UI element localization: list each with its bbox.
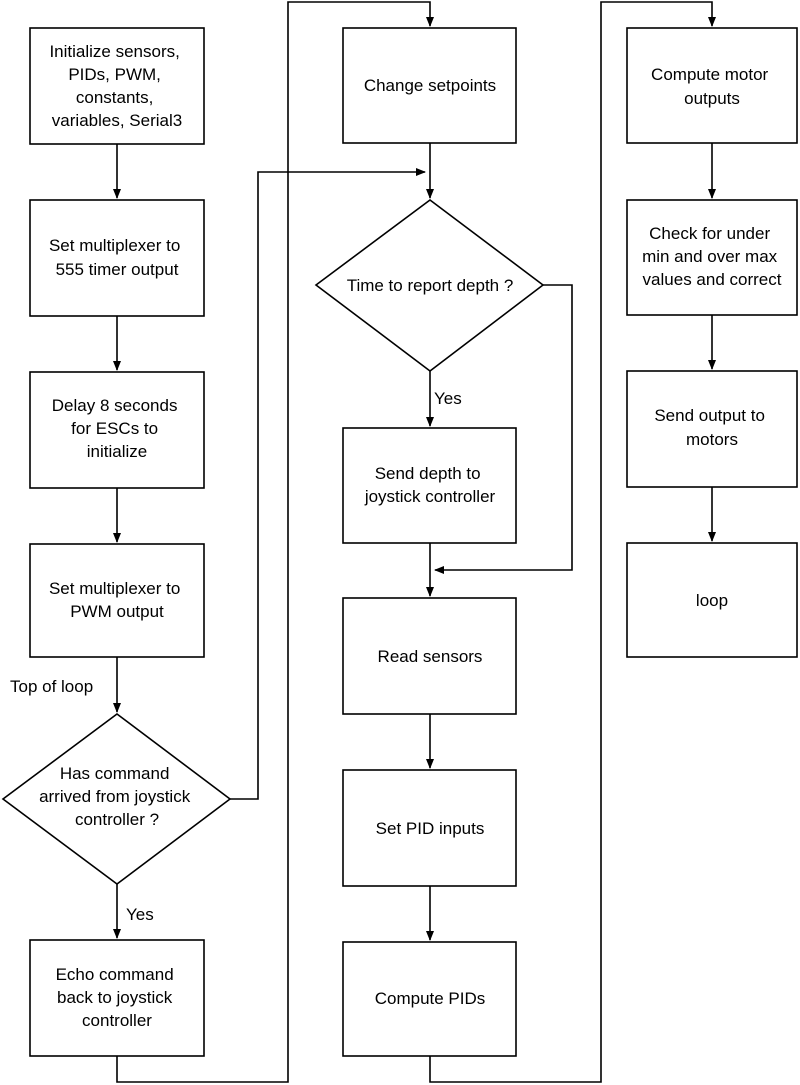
- process-muxpwm-label: Set multiplexer to PWM output: [49, 579, 185, 621]
- edge-report-no-to-read: [434, 284, 573, 574]
- process-echo-label: Echo command back to joystick controller: [56, 965, 179, 1030]
- process-set-pid-inputs-label: Set PID inputs: [376, 819, 485, 838]
- process-read-sensors-label: Read sensors: [378, 647, 483, 666]
- edge-cmd-no-to-report: [230, 168, 426, 800]
- process-loop-label: loop: [696, 591, 728, 610]
- process-muxpwm: Set multiplexer to PWM output: [29, 543, 205, 658]
- process-init-label: Initialize sensors, PIDs, PWM, constants…: [49, 42, 184, 130]
- process-send-motors-label: Send output to motors: [654, 406, 769, 449]
- process-mux555-label: Set multiplexer to 555 timer output: [49, 236, 185, 279]
- process-mux555: Set multiplexer to 555 timer output: [29, 199, 205, 317]
- decision-command-label: Has command arrived from joystick contro…: [39, 764, 195, 829]
- decision-report-depth: Time to report depth ?: [314, 199, 545, 373]
- process-send-depth: Send depth to joystick controller: [342, 427, 517, 544]
- decision-command: Has command arrived from joystick contro…: [1, 713, 232, 885]
- process-read-sensors: Read sensors: [342, 597, 517, 715]
- connectors: [113, 1, 716, 1083]
- process-check-limits-label: Check for under min and over max values …: [642, 224, 782, 289]
- process-loop: loop: [626, 542, 798, 658]
- process-setpoints: Change setpoints: [342, 27, 517, 144]
- process-send-depth-label: Send depth to joystick controller: [364, 464, 496, 506]
- process-send-motors: Send output to motors: [626, 370, 798, 488]
- process-delay: Delay 8 seconds for ESCs to initialize: [29, 371, 205, 489]
- process-echo: Echo command back to joystick controller: [29, 939, 205, 1057]
- top-of-loop-label: Top of loop: [10, 677, 93, 696]
- yes-command-label: Yes: [126, 905, 154, 924]
- process-delay-label: Delay 8 seconds for ESCs to initialize: [52, 396, 182, 461]
- process-set-pid-inputs: Set PID inputs: [342, 769, 517, 887]
- yes-report-label: Yes: [434, 389, 462, 408]
- process-init: Initialize sensors, PIDs, PWM, constants…: [29, 27, 205, 145]
- process-setpoints-label: Change setpoints: [364, 76, 496, 95]
- decision-report-depth-label: Time to report depth ?: [347, 276, 514, 295]
- process-motor-outputs: Compute motor outputs: [626, 27, 798, 144]
- process-compute-pids-label: Compute PIDs: [375, 989, 486, 1008]
- process-motor-outputs-label: Compute motor outputs: [651, 65, 773, 108]
- process-compute-pids: Compute PIDs: [342, 941, 517, 1057]
- edge-echo-to-setpoints: [116, 1, 434, 1083]
- process-check-limits: Check for under min and over max values …: [626, 199, 798, 316]
- edge-pids-to-motorout: [429, 1, 716, 1083]
